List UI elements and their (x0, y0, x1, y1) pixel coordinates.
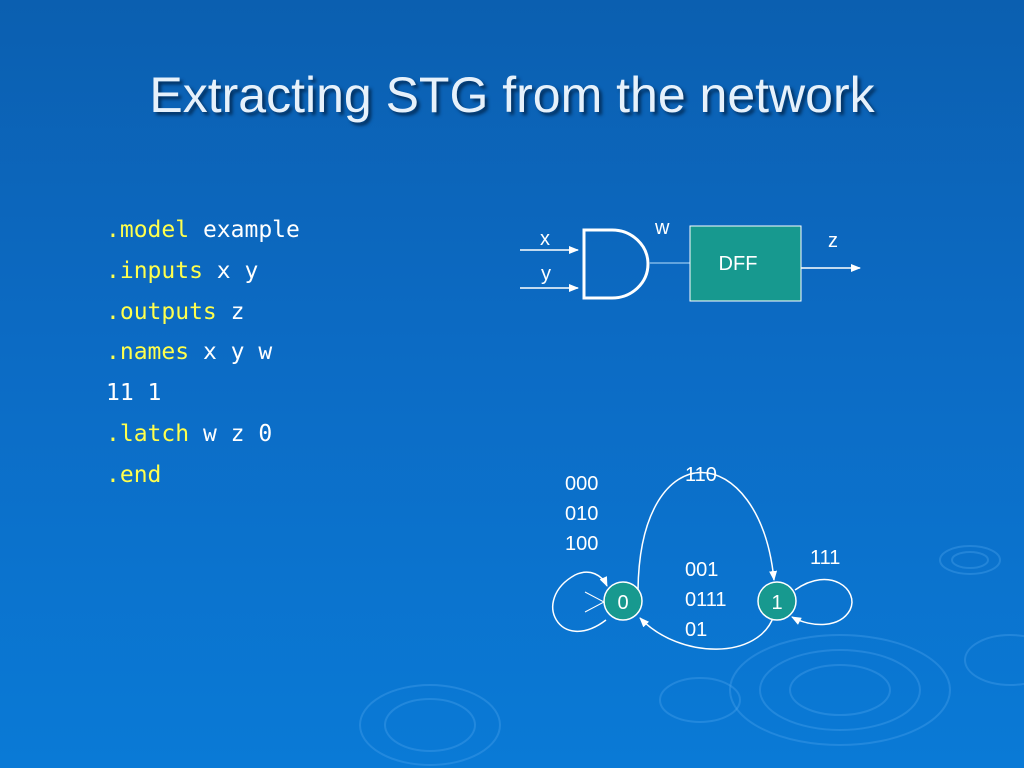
code-line-inputs: .inputs x y (106, 251, 300, 292)
loop0-label-2: 010 (565, 503, 598, 525)
code-keyword: .names (106, 339, 190, 366)
code-args: x y w (189, 339, 273, 366)
edge10-label-1: 001 (685, 559, 718, 581)
input-x-label: x (540, 228, 550, 250)
state-0-label: 0 (617, 592, 628, 614)
edge-1-to-0 (639, 614, 775, 650)
wire-w-label: w (654, 217, 670, 239)
code-keyword: .inputs (106, 257, 203, 284)
code-keyword: .outputs (106, 298, 217, 325)
edge10-label-3: 01 (685, 619, 707, 641)
loop1-label: 111 (810, 547, 840, 569)
code-args: example (189, 217, 300, 243)
code-args: x y (202, 257, 259, 284)
dff-label: DFF (719, 253, 758, 275)
code-keyword: .latch (106, 420, 190, 447)
edge10-label-2: 0111 (685, 589, 727, 611)
input-y-label: y (541, 263, 551, 285)
edge01-label: 110 (685, 464, 717, 486)
loop-arrowhead-0 (584, 591, 606, 613)
code-line-latch: .latch w z 0 (106, 414, 300, 455)
code-line-outputs: .outputs z (106, 292, 300, 333)
code-args: z (216, 298, 245, 325)
code-args: w z 0 (189, 420, 273, 447)
code-args: 11 1 (106, 380, 162, 407)
and-gate (582, 228, 650, 300)
code-keyword: .model (106, 217, 190, 243)
loop0-label-3: 100 (565, 533, 598, 555)
code-line-names: .names x y w (106, 332, 300, 373)
self-loop-state-0 (552, 571, 608, 633)
state-0-node (603, 581, 643, 621)
blif-code-block: .model example .inputs x y .outputs z .n… (106, 210, 300, 496)
code-line-model: .model example (106, 210, 300, 251)
state-1-node (757, 581, 797, 621)
code-keyword: .end (106, 461, 162, 488)
dff-box (689, 225, 802, 302)
output-z-label: z (828, 230, 838, 252)
code-line-end: .end (106, 455, 300, 496)
self-loop-state-1 (791, 578, 853, 626)
edge-0-to-1 (637, 472, 778, 591)
slide-title: Extracting STG from the network (149, 67, 875, 123)
state-1-label: 1 (771, 592, 782, 614)
loop0-label-1: 000 (565, 473, 598, 495)
code-line-cover: 11 1 (106, 373, 300, 414)
